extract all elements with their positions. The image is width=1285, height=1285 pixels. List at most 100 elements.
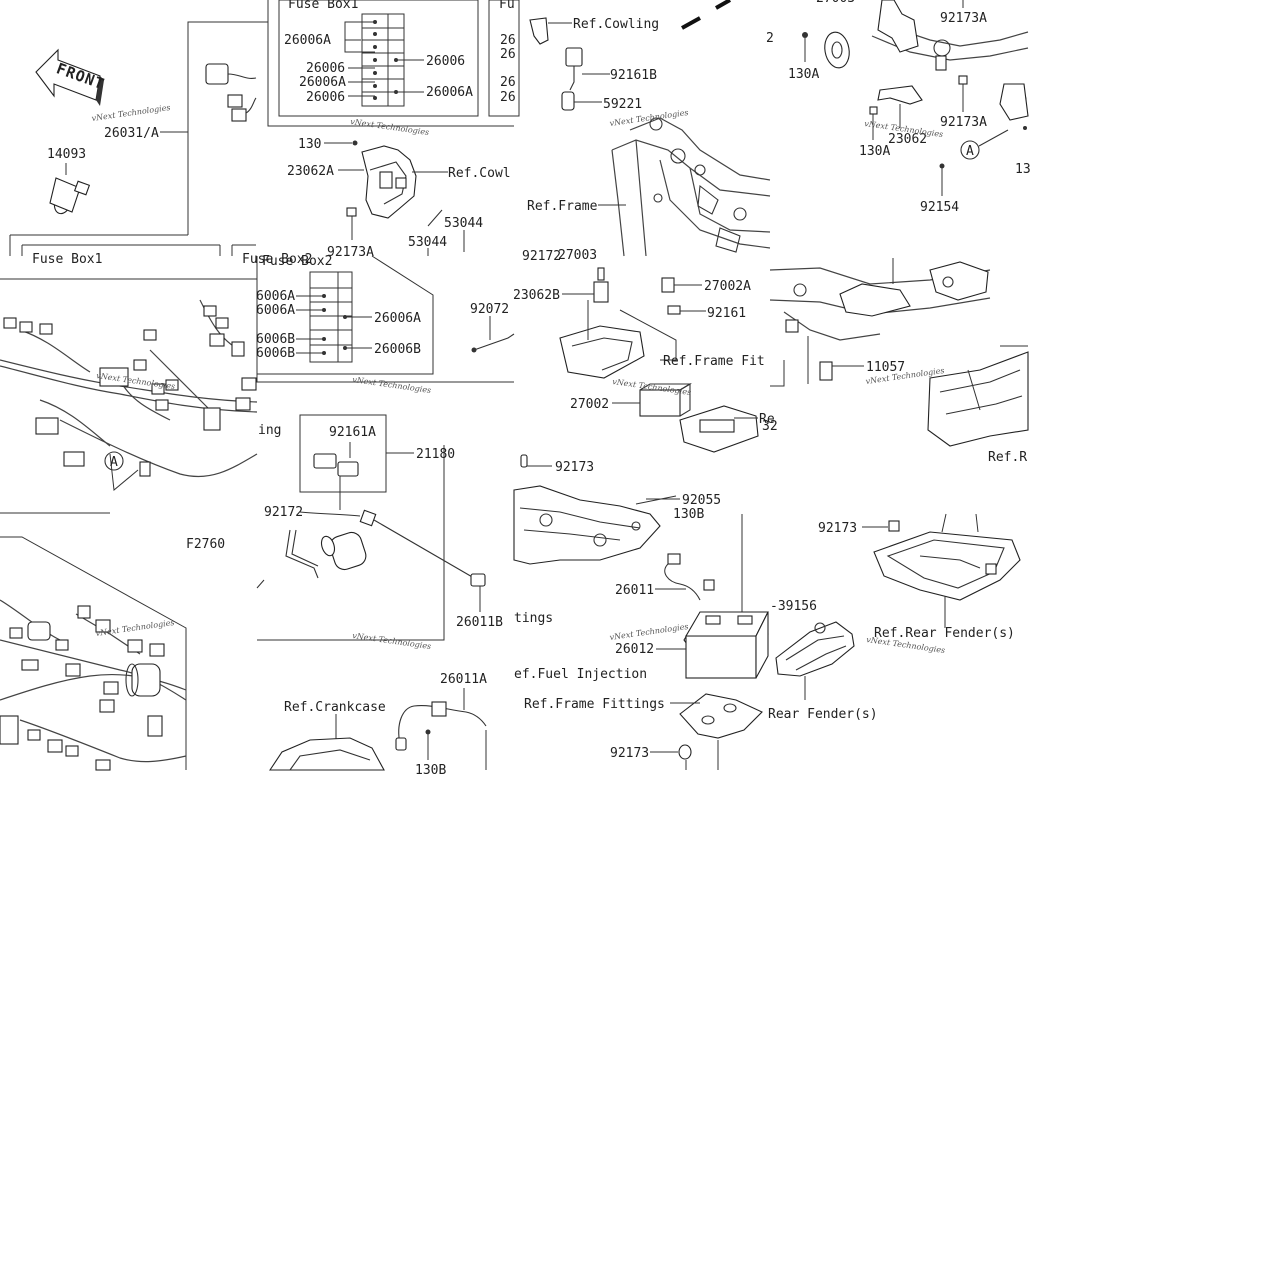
label-26006A-3: 26006A [426,85,473,100]
label-92173-2: 92173 [610,746,649,761]
top-right-assembly: A 27003 92173A 130A 92173A 130A 23062 92… [788,0,1031,215]
fuse-box-1: Fuse Box1 26006A 26006 26006A 26006 2600… [284,0,516,107]
ecu-relay-group: 92172 27003 23062B 27002A 92161 Ref.Fram… [513,248,778,453]
label-27003: 27003 [558,248,597,263]
ref-cowling-group: Ref.Cowling 92161B 59221 2 [529,0,774,112]
bracket-23062A: 130 23062A Ref.Cowl 53044 53044 92173A [287,137,511,260]
label-92173A-3: 92173A [940,115,987,130]
label-26006A-4: 26006A [374,311,421,326]
watermark-11: vNext Technologies [609,622,689,642]
label-13-trunc: 13 [1015,162,1031,177]
ref-rear-fenders: Ref.Rear Fender(s) [874,626,1015,641]
label-21180: 21180 [416,447,455,462]
ref-wiring-trunc: ing [258,423,281,438]
label-27002A: 27002A [704,279,751,294]
label-26006-2: 26006 [306,90,345,105]
label-130: 130 [298,137,321,152]
part-14093: 14093 [47,147,91,215]
fuse-box-1b-title: Fuse Box1 [32,252,102,267]
label-26-d: 26 [500,90,516,105]
label-6006A-2: 6006A [256,303,295,318]
fuse-box-1-title: Fuse Box1 [288,0,358,12]
main-frame: Ref.Frame [527,117,771,257]
marker-a-top: A [966,144,974,159]
label-130B-1: 130B [673,507,704,522]
label-92172-b: 92172 [522,249,561,264]
label-92055: 92055 [682,493,721,508]
label-92173-3: 92173 [818,521,857,536]
label-26011: 26011 [615,583,654,598]
label-26-a: 26 [500,33,516,48]
label-92173-1: 92173 [555,460,594,475]
label-26006B: 26006B [374,342,421,357]
fuse-box-2: Fuse Box2 6006A 6006A 6006B 6006B 26006A… [256,254,421,363]
label-26-b: 26 [500,47,516,62]
watermark-10: vNext Technologies [352,631,432,651]
crankcase-group: Ref.Crankcase 26011A 130B [268,672,487,778]
label-92173A-1: 92173A [327,245,374,260]
watermarks: vNext Technologies vNext Technologies vN… [91,103,946,655]
marker-a-harness: A [110,455,118,470]
label-39156: -39156 [770,599,817,614]
label-92154: 92154 [920,200,959,215]
ref-crankcase: Ref.Crankcase [284,700,386,715]
ref-cowl: Ref.Cowl [448,166,511,181]
ref-frame: Ref.Frame [527,199,598,214]
harness-connectors-top: 26031/A [104,63,257,141]
fuse-box-2-title: Fuse Box2 [262,254,332,269]
watermark-6: vNext Technologies [352,375,432,395]
label-92161: 92161 [707,306,746,321]
label-32: 32 [762,419,778,434]
label-130A-2: 130A [859,144,890,159]
diagram-frames [0,0,520,770]
label-26031A: 26031/A [104,126,159,141]
ref-re-trunc: Re [759,412,775,427]
ref-cowling: Ref.Cowling [573,17,659,32]
label-27003-top: 27003 [816,0,855,6]
label-26011A: 26011A [440,672,487,687]
ref-frame-fittings: Ref.Frame Fittings [524,697,665,712]
label-6006B-2: 6006B [256,346,295,361]
ref-fittings-trunc: tings [514,611,553,626]
diagram-code: F2760 [186,537,225,552]
watermark-2: vNext Technologies [350,117,430,137]
label-92161B: 92161B [610,68,657,83]
rear-fender-inner: Ref.R [927,345,1029,465]
front-arrow: FRONT [35,48,107,106]
part-92072: 92072 [470,302,515,353]
label-130A-1: 130A [788,67,819,82]
ref-fuel-injection: ef.Fuel Injection [514,667,647,682]
label-26006-1: 26006 [306,61,345,76]
label-23062B: 23062B [513,288,560,303]
label-27002: 27002 [570,397,609,412]
label-130B-2: 130B [415,763,446,778]
label-23062A: 23062A [287,164,334,179]
fuse-box-2b-title: Fuse Box2 [242,252,312,267]
label-11057: 11057 [866,360,905,375]
label-26012: 26012 [615,642,654,657]
lower-harness: F2760 Fuse Box2 [0,537,225,771]
fuse-box-f-title: Fu [499,0,515,12]
label-26006A-1: 26006A [284,33,331,48]
ref-rear-fender-trunc: Rear Fender(s) [768,707,878,722]
starter-relay-21180: ing 92161A 21180 92172 26011B [256,423,503,630]
rear-fender-group: 92173 Ref.Rear Fender(s) -39156 Rear Fen… [768,513,1021,722]
label-92161A: 92161A [329,425,376,440]
ref-frame-fit: Ref.Frame Fit [663,354,765,369]
label-6006B-1: 6006B [256,332,295,347]
rear-frame: 11057 [769,258,991,387]
label-26006-3: 26006 [426,54,465,69]
label-92173A-2: 92173A [940,11,987,26]
battery-area: 92173 92055 130B 26011 26012 ef.Fuel Inj… [513,454,769,770]
label-26006A-2: 26006A [299,75,346,90]
label-23062: 23062 [888,132,927,147]
label-26-c: 26 [500,75,516,90]
label-14093: 14093 [47,147,86,162]
watermark-1: vNext Technologies [91,103,171,123]
main-wire-harness: Fuse Box1 Fuse Box2 A [0,252,312,491]
label-2-trunc: 2 [766,31,774,46]
label-26011B: 26011B [456,615,503,630]
label-92172-a: 92172 [264,505,303,520]
label-53044-a: 53044 [444,216,483,231]
ref-rear-trunc: Ref.R [988,450,1027,465]
